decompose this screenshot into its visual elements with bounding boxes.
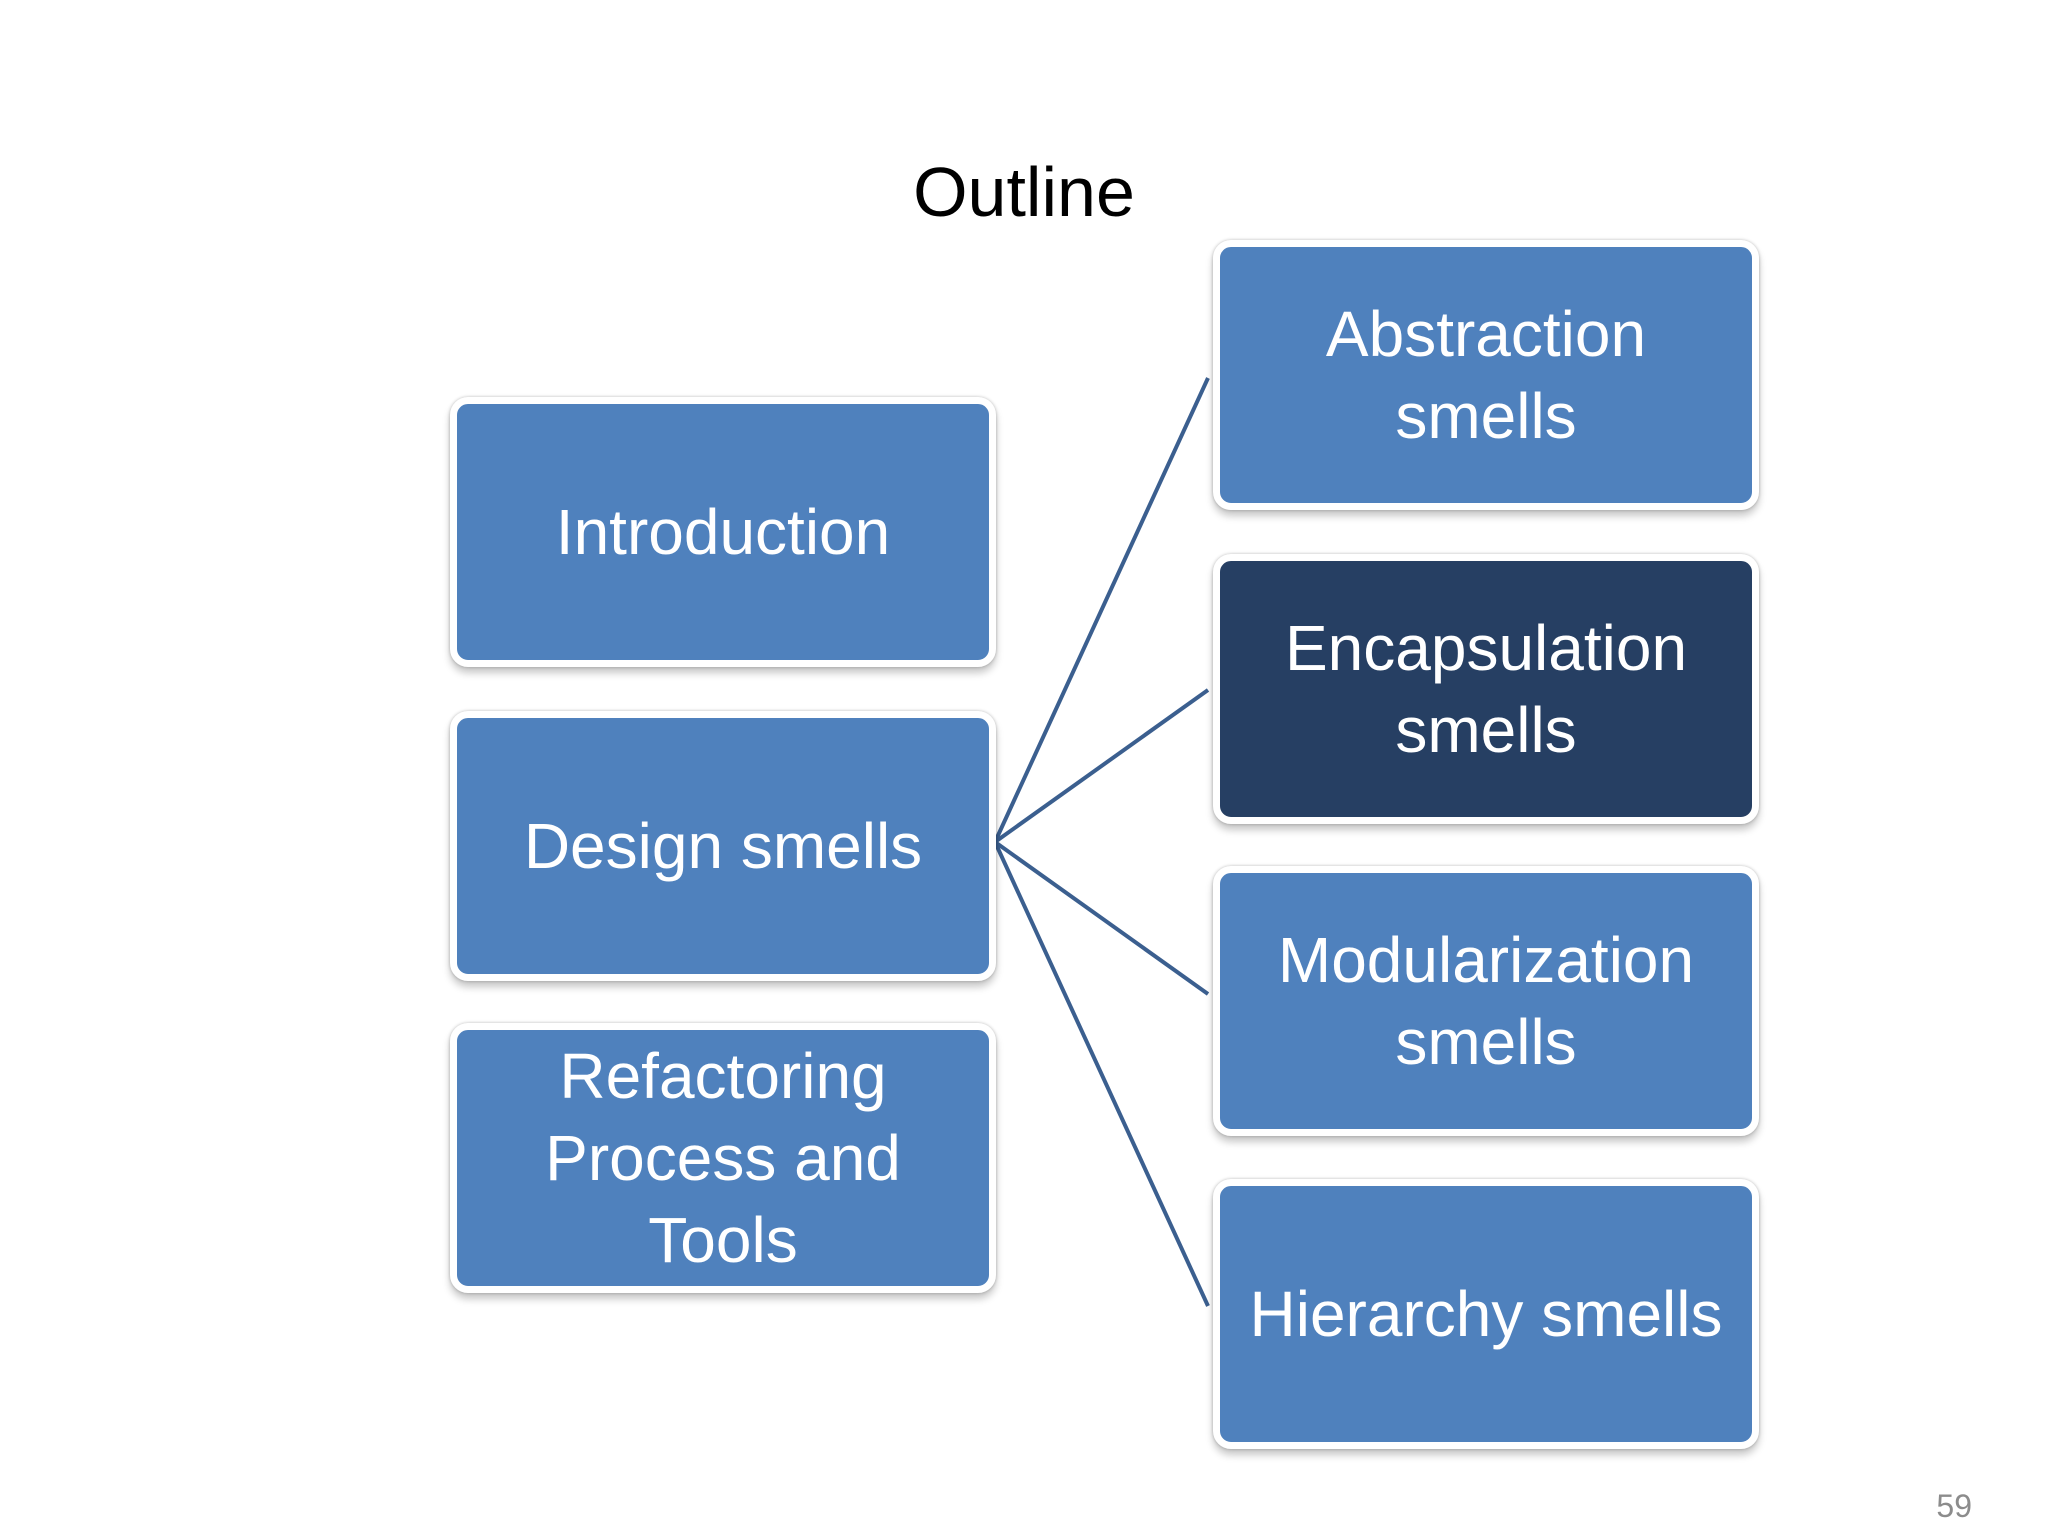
box-encapsulation-smells-label: Encapsulation smells: [1284, 612, 1688, 766]
box-abstraction-smells: Abstraction smells: [1213, 240, 1759, 510]
box-modularization-smells-label: Modularization smells: [1277, 924, 1695, 1078]
page-number: 59: [1936, 1488, 1972, 1524]
box-modularization-smells: Modularization smells: [1213, 866, 1759, 1136]
connector-to-modularization: [993, 840, 1210, 996]
box-hierarchy-smells-label: Hierarchy smells: [1249, 1278, 1723, 1350]
box-refactoring-process-tools: Refactoring Process and Tools: [450, 1023, 996, 1293]
connector-to-hierarchy: [993, 841, 1210, 1307]
box-refactoring-process-tools-label: Refactoring Process and Tools: [545, 1040, 901, 1276]
connector-to-encapsulation: [993, 688, 1210, 844]
box-hierarchy-smells: Hierarchy smells: [1213, 1179, 1759, 1449]
slide-title: Outline: [913, 153, 1135, 231]
connector-to-abstraction: [993, 377, 1210, 843]
box-design-smells-label: Design smells: [523, 810, 923, 882]
box-design-smells: Design smells: [450, 711, 996, 981]
box-introduction: Introduction: [450, 397, 996, 667]
box-abstraction-smells-label: Abstraction smells: [1325, 298, 1647, 452]
box-encapsulation-smells: Encapsulation smells: [1213, 554, 1759, 824]
box-introduction-label: Introduction: [555, 496, 891, 568]
